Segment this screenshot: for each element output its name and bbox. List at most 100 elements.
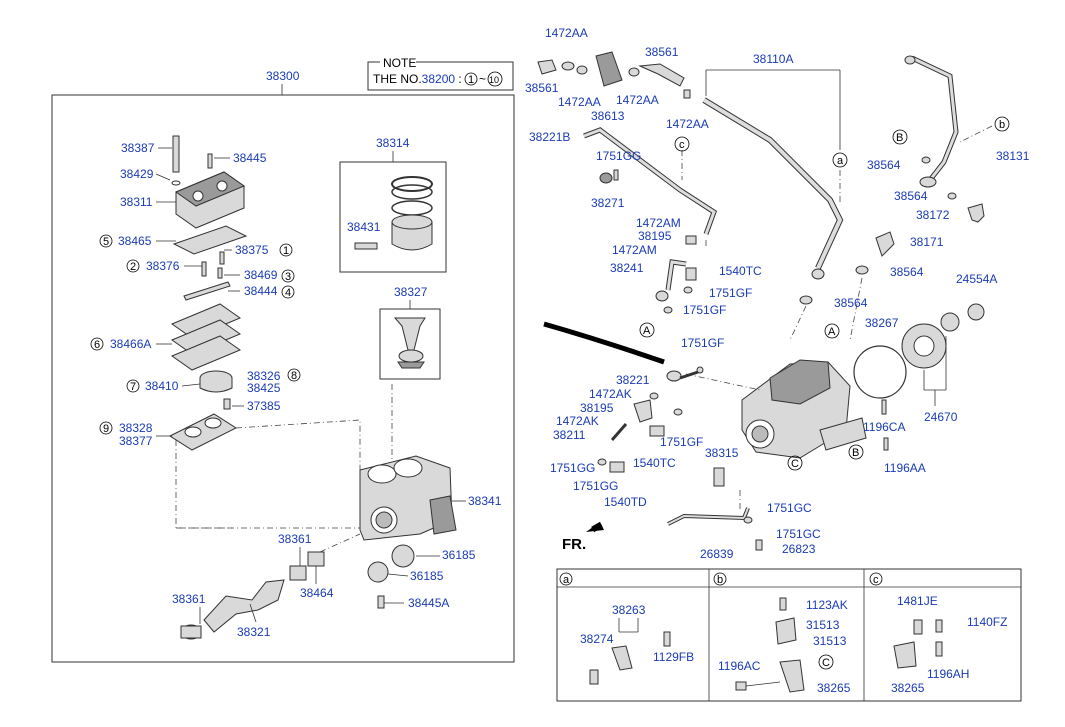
callout-1: 1 (283, 245, 289, 257)
label-38465: 38465 (118, 234, 152, 248)
note-range-start: 1 (468, 74, 474, 86)
label-26839: 26839 (700, 547, 734, 561)
label-38171: 38171 (910, 235, 944, 249)
label-38315: 38315 (705, 446, 739, 460)
label-38211: 38211 (553, 428, 586, 442)
label-38361-b: 38361 (172, 592, 206, 606)
label-1472AM-b: 1472AM (612, 243, 657, 257)
assembly-38300-frame: 38300 (51, 69, 515, 663)
callout-6: 6 (94, 339, 100, 351)
label-38241: 38241 (610, 261, 644, 275)
label-1751GG-b: 1751GG (550, 461, 595, 475)
label-24670: 24670 (924, 410, 958, 424)
label-38321: 38321 (237, 625, 271, 639)
label-1129FB: 1129FB (653, 650, 694, 664)
label-38425: 38425 (247, 381, 281, 395)
label-38564-a: 38564 (867, 158, 901, 172)
label-1196CA: 1196CA (863, 420, 905, 434)
callout-2: 2 (130, 261, 136, 273)
label-1751GF-d: 1751GF (660, 435, 703, 449)
label-24554A: 24554A (956, 272, 997, 286)
callout-c-2: c (873, 574, 879, 586)
callout-b-2: b (717, 574, 723, 586)
label-38265-a: 38265 (817, 681, 851, 695)
callout-A-2: A (828, 326, 836, 338)
label-38445: 38445 (233, 151, 267, 165)
label-38429: 38429 (120, 167, 154, 181)
label-38561-b: 38561 (645, 45, 679, 59)
label-1751GF-a: 1751GF (709, 286, 752, 300)
label-1751GF-b: 1751GF (683, 303, 726, 317)
note-prefix: THE NO. (373, 72, 422, 86)
detail-panels (556, 568, 1022, 702)
label-38466A: 38466A (110, 337, 151, 351)
label-38195-a: 38195 (638, 229, 672, 243)
label-38613: 38613 (591, 109, 625, 123)
note-range-end: 10 (489, 75, 499, 85)
label-1196AH: 1196AH (927, 667, 969, 681)
label-36185-b: 36185 (410, 569, 444, 583)
label-1196AA: 1196AA (884, 461, 926, 475)
label-38221: 38221 (616, 373, 650, 387)
callout-B-1: B (896, 132, 903, 144)
label-38445A: 38445A (408, 596, 449, 610)
front-direction-label: FR. (562, 536, 586, 553)
label-38431: 38431 (347, 220, 381, 234)
part-labels: 38387 38445 38429 38311 38465 38375 3837… (110, 26, 1030, 695)
label-1751GF-c: 1751GF (681, 336, 724, 350)
callout-8: 8 (291, 370, 297, 382)
label-1140FZ: 1140FZ (967, 615, 1007, 629)
note-range-sep: ~ (479, 72, 486, 86)
label-1540TC-a: 1540TC (719, 264, 762, 278)
right-assembly (537, 51, 993, 551)
note-part-number: 38200 (422, 72, 456, 86)
label-1751GC-a: 1751GC (767, 501, 812, 515)
label-38265-b: 38265 (891, 681, 925, 695)
crankcase-body (359, 384, 457, 541)
label-1481JE: 1481JE (897, 594, 938, 608)
label-31513-b: 31513 (813, 634, 847, 648)
label-26823: 26823 (782, 542, 816, 556)
callout-9: 9 (103, 423, 109, 435)
callout-text: 1 2 3 4 5 6 7 8 9 a a b b c c A A B B C … (94, 119, 1005, 669)
label-38110A: 38110A (753, 52, 793, 66)
label-38326: 38326 (247, 369, 281, 383)
label-1540TD: 1540TD (604, 495, 647, 509)
label-1123AK: 1123AK (806, 598, 848, 612)
label-38271: 38271 (591, 196, 625, 210)
callout-C-1: C (791, 458, 799, 470)
callout-4: 4 (285, 287, 291, 299)
label-38444: 38444 (244, 284, 278, 298)
label-1751GG-a: 1751GG (596, 149, 641, 163)
label-38469: 38469 (244, 268, 278, 282)
note-title: NOTE (383, 56, 416, 70)
callout-C-2: C (822, 657, 830, 669)
label-1472AA-b: 1472AA (558, 95, 601, 109)
label-1472AA-d: 1472AA (666, 117, 709, 131)
label-38328: 38328 (119, 421, 153, 435)
callout-c-1: c (679, 139, 685, 151)
rod-box: 38327 (379, 285, 441, 380)
label-38561-a: 38561 (525, 81, 559, 95)
callout-A-1: A (643, 325, 651, 337)
label-38377: 38377 (119, 434, 153, 448)
callout-5: 5 (103, 236, 109, 248)
label-38564-d: 38564 (834, 296, 868, 310)
label-38564-b: 38564 (894, 189, 928, 203)
callout-7: 7 (130, 381, 136, 393)
label-38375: 38375 (235, 243, 269, 257)
crankshaft-group (180, 533, 415, 640)
label-38131: 38131 (996, 149, 1030, 163)
note-box: NOTE THE NO.38200 : 1 ~ 10 (367, 56, 514, 91)
label-1751GG-c: 1751GG (573, 479, 618, 493)
callout-circles (90, 116, 1010, 670)
rod-box-number: 38327 (394, 285, 428, 299)
label-38274: 38274 (580, 632, 614, 646)
label-38311: 38311 (120, 195, 153, 209)
label-37385: 37385 (247, 399, 281, 413)
svg-text:THE NO.38200 :: THE NO.38200 : (373, 72, 462, 86)
label-38195-b: 38195 (580, 401, 614, 415)
label-1540TC-b: 1540TC (633, 456, 676, 470)
callout-3: 3 (285, 271, 291, 283)
